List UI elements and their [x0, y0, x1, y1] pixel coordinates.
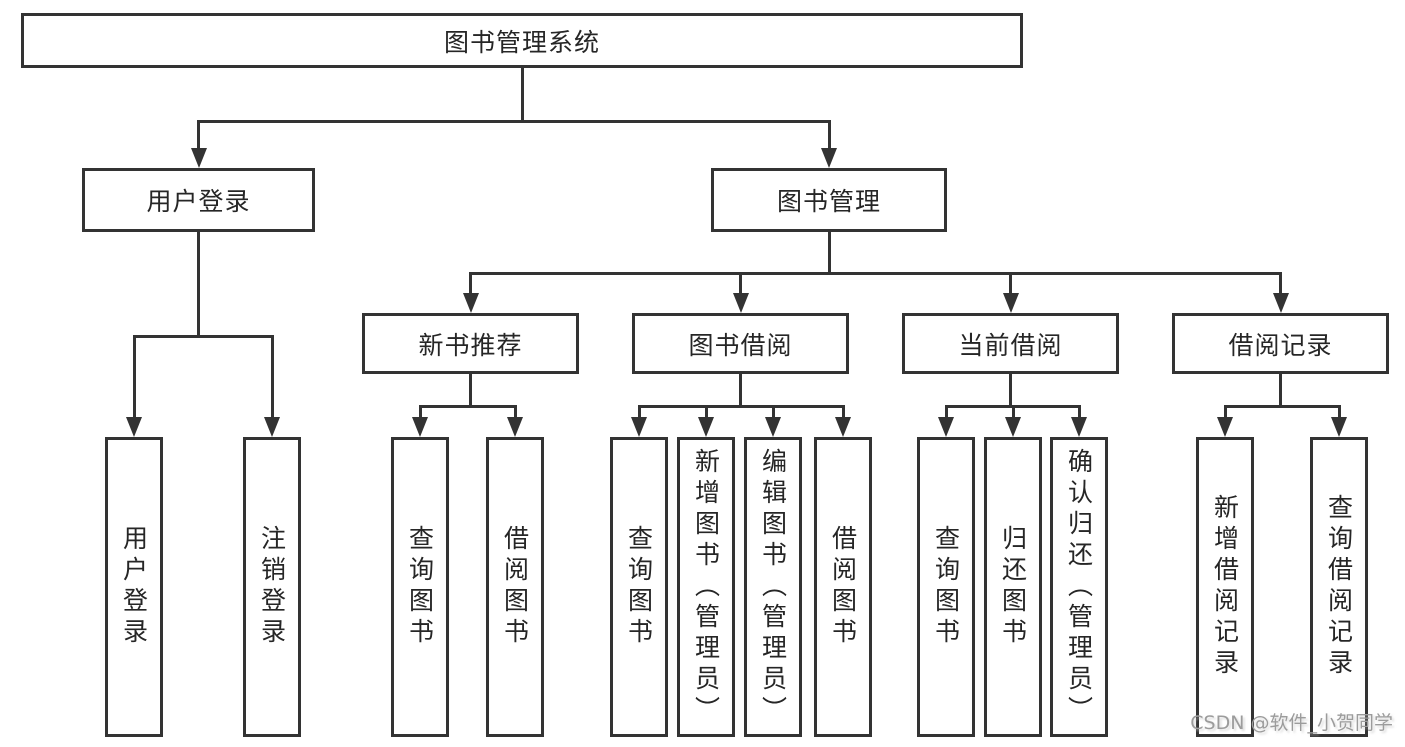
node-leaf-current-return-book: 归还图书 [984, 437, 1042, 737]
node-label-book-management: 图书管理 [776, 187, 881, 216]
node-new-book-recommend: 新书推荐 [362, 313, 579, 374]
connector-rail-borrowing-records [1223, 405, 1341, 408]
connector-branch-leaf-borrowing-query-book [637, 405, 641, 419]
node-leaf-borrowing-borrow-book: 借阅图书 [814, 437, 872, 737]
arrowhead-icon-leaf-current-confirm-return [1071, 417, 1087, 437]
node-book-management: 图书管理 [711, 168, 947, 232]
connector-stem-new-book-recommend [469, 374, 472, 405]
connector-branch-leaf-records-add-record [1223, 405, 1227, 419]
node-user-login: 用户登录 [82, 168, 315, 232]
arrowhead-icon-book-management [821, 148, 837, 168]
node-label-user-login: 用户登录 [146, 187, 251, 216]
connector-rail-book-management [469, 272, 1282, 275]
connector-branch-new-book-recommend [469, 272, 472, 295]
connector-branch-borrowing-records [1279, 272, 1282, 295]
connector-branch-book-borrowing [739, 272, 742, 295]
node-book-borrowing: 图书借阅 [632, 313, 849, 374]
arrowhead-icon-leaf-borrowing-query-book [631, 417, 647, 437]
node-leaf-current-confirm-return: 确认归还（管理员） [1050, 437, 1108, 737]
node-label-system: 图书管理系统 [443, 27, 600, 57]
connector-stem-current-borrowing [1009, 374, 1012, 405]
connector-stem-book-borrowing [739, 374, 742, 405]
connector-rail-book-borrowing [637, 405, 845, 408]
connector-branch-leaf-current-query-book [944, 405, 948, 419]
node-label-leaf-recommend-borrow-book: 借阅图书 [500, 525, 530, 649]
node-label-leaf-current-query-book: 查询图书 [931, 525, 961, 649]
node-leaf-borrowing-query-book: 查询图书 [610, 437, 668, 737]
connector-branch-leaf-current-return-book [1011, 405, 1015, 419]
arrowhead-icon-user-login [190, 148, 207, 168]
node-label-leaf-borrowing-edit-book: 编辑图书（管理员） [758, 447, 788, 727]
node-leaf-user-login: 用户登录 [105, 437, 163, 737]
node-label-book-borrowing: 图书借阅 [688, 330, 793, 360]
arrowhead-icon-leaf-current-query-book [938, 417, 954, 437]
node-label-leaf-borrowing-borrow-book: 借阅图书 [828, 525, 858, 649]
connector-stem-book-management [827, 232, 831, 272]
node-label-leaf-records-query-record: 查询借阅记录 [1324, 494, 1354, 680]
arrowhead-icon-leaf-records-query-record [1331, 417, 1347, 437]
node-label-leaf-logout: 注销登录 [257, 525, 287, 649]
node-leaf-current-query-book: 查询图书 [917, 437, 975, 737]
connector-branch-leaf-borrowing-edit-book [771, 405, 775, 419]
connector-stem-system [520, 68, 524, 120]
connector-branch-leaf-logout [270, 335, 274, 419]
arrowhead-icon-leaf-borrowing-edit-book [765, 417, 781, 437]
node-label-leaf-current-return-book: 归还图书 [998, 525, 1028, 649]
connector-branch-book-management [827, 120, 831, 150]
connector-stem-borrowing-records [1279, 374, 1282, 405]
connector-stem-user-login [197, 232, 200, 335]
node-label-borrowing-records: 借阅记录 [1228, 330, 1333, 360]
connector-branch-leaf-user-login [132, 335, 136, 419]
connector-branch-leaf-records-query-record [1337, 405, 1341, 419]
connector-branch-leaf-recommend-borrow-book [513, 405, 517, 419]
node-leaf-recommend-borrow-book: 借阅图书 [486, 437, 544, 737]
node-label-leaf-recommend-query-book: 查询图书 [405, 525, 435, 649]
arrowhead-icon-leaf-logout [264, 417, 280, 437]
node-label-current-borrowing: 当前借阅 [958, 330, 1063, 360]
arrowhead-icon-leaf-borrowing-borrow-book [835, 417, 851, 437]
arrowhead-icon-leaf-current-return-book [1005, 417, 1021, 437]
watermark: CSDN @软件_小贺同学 [1190, 712, 1393, 734]
node-current-borrowing: 当前借阅 [902, 313, 1119, 374]
arrowhead-icon-current-borrowing [1002, 293, 1019, 313]
connector-branch-leaf-recommend-query-book [418, 405, 422, 419]
node-label-leaf-user-login: 用户登录 [119, 525, 149, 649]
node-system: 图书管理系统 [21, 13, 1023, 68]
arrowhead-icon-leaf-borrowing-add-book [698, 417, 714, 437]
node-leaf-borrowing-add-book: 新增图书（管理员） [677, 437, 735, 737]
arrowhead-icon-leaf-recommend-query-book [412, 417, 428, 437]
node-leaf-recommend-query-book: 查询图书 [391, 437, 449, 737]
node-label-new-book-recommend: 新书推荐 [418, 330, 523, 360]
connector-rail-user-login [132, 335, 274, 338]
arrowhead-icon-borrowing-records [1272, 293, 1289, 313]
node-leaf-logout: 注销登录 [243, 437, 301, 737]
node-leaf-records-add-record: 新增借阅记录 [1196, 437, 1254, 737]
connector-branch-user-login [197, 120, 200, 150]
connector-branch-leaf-borrowing-borrow-book [841, 405, 845, 419]
arrowhead-icon-leaf-recommend-borrow-book [507, 417, 523, 437]
connector-branch-leaf-borrowing-add-book [704, 405, 708, 419]
connector-branch-current-borrowing [1009, 272, 1012, 295]
node-leaf-borrowing-edit-book: 编辑图书（管理员） [744, 437, 802, 737]
node-leaf-records-query-record: 查询借阅记录 [1310, 437, 1368, 737]
arrowhead-icon-new-book-recommend [462, 293, 479, 313]
node-label-leaf-borrowing-query-book: 查询图书 [624, 525, 654, 649]
arrowhead-icon-leaf-records-add-record [1217, 417, 1233, 437]
connector-rail-new-book-recommend [418, 405, 517, 408]
connector-rail-system [197, 120, 831, 123]
node-borrowing-records: 借阅记录 [1172, 313, 1389, 374]
arrowhead-icon-book-borrowing [732, 293, 749, 313]
node-label-leaf-current-confirm-return: 确认归还（管理员） [1064, 447, 1094, 727]
connector-branch-leaf-current-confirm-return [1077, 405, 1081, 419]
node-label-leaf-records-add-record: 新增借阅记录 [1210, 494, 1240, 680]
arrowhead-icon-leaf-user-login [126, 417, 142, 437]
node-label-leaf-borrowing-add-book: 新增图书（管理员） [691, 447, 721, 727]
